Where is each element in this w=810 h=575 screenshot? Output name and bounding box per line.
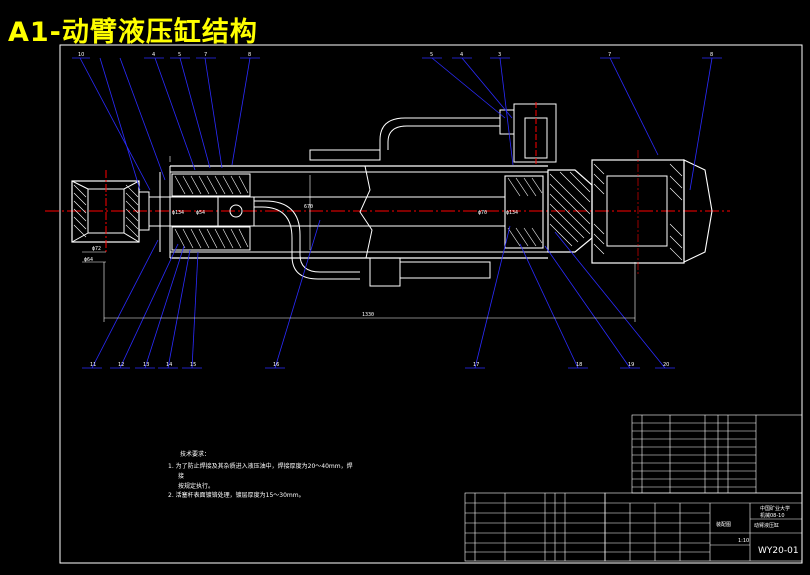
svg-text:动臂液压缸: 动臂液压缸: [754, 522, 779, 529]
svg-text:4: 4: [460, 52, 463, 58]
tech-requirements: 技术要求： 1. 为了防止焊接及其杂质进入液压油中，焊接厚度为20～40mm，焊…: [168, 450, 353, 499]
svg-text:10: 10: [78, 52, 84, 58]
svg-text:中国矿业大学: 中国矿业大学: [760, 505, 790, 512]
svg-text:3: 3: [498, 52, 501, 58]
svg-text:2. 活塞杆表面镀铬处理，镀层厚度为15～30mm。: 2. 活塞杆表面镀铬处理，镀层厚度为15～30mm。: [168, 491, 305, 499]
svg-text:11: 11: [90, 362, 96, 368]
bottom-callouts: [82, 219, 675, 369]
svg-text:18: 18: [576, 362, 582, 368]
drawing-title: A1-动臂液压缸结构: [8, 17, 258, 48]
svg-text:14: 14: [166, 362, 172, 368]
gland-hatch: [171, 173, 255, 251]
svg-text:8: 8: [248, 52, 251, 58]
svg-text:技术要求：: 技术要求：: [180, 450, 210, 458]
top-callout-labels: 10 4 5 7 8 5 4 3 7 8: [78, 52, 713, 58]
title-block-text: 中国矿业大学 机械08-10 动臂液压缸 装配图 1:10 WY20-01: [716, 505, 799, 556]
dimensions: [82, 156, 636, 322]
drawing-frame: [59, 44, 803, 564]
svg-text:WY20-01: WY20-01: [758, 546, 799, 556]
oil-pipe: [309, 103, 557, 287]
piston: [504, 175, 544, 249]
title-block: [464, 414, 803, 562]
svg-text:5: 5: [430, 52, 433, 58]
svg-text:15: 15: [190, 362, 196, 368]
rear-eye: [591, 150, 713, 275]
svg-text:1:10: 1:10: [738, 538, 749, 544]
svg-text:20: 20: [663, 362, 669, 368]
svg-text:4: 4: [152, 52, 155, 58]
piston-rod: [149, 196, 505, 227]
svg-text:16: 16: [273, 362, 279, 368]
svg-text:ϕ72: ϕ72: [92, 246, 101, 252]
svg-text:1. 为了防止焊接及其杂质进入液压油中，焊接厚度为20～40: 1. 为了防止焊接及其杂质进入液压油中，焊接厚度为20～40mm，焊: [168, 462, 353, 470]
svg-text:19: 19: [628, 362, 634, 368]
svg-text:7: 7: [204, 52, 207, 58]
rod-end-eye: [71, 170, 150, 253]
svg-text:7: 7: [608, 52, 611, 58]
cylinder-barrel: [159, 165, 548, 259]
svg-text:8: 8: [710, 52, 713, 58]
svg-text:ϕ64: ϕ64: [84, 257, 93, 263]
svg-text:机械08-10: 机械08-10: [760, 512, 785, 519]
svg-text:13: 13: [143, 362, 149, 368]
svg-text:接: 接: [178, 472, 184, 480]
top-callouts: [72, 57, 722, 191]
svg-text:ϕ134: ϕ134: [506, 210, 518, 216]
svg-text:ϕ54: ϕ54: [196, 210, 205, 216]
svg-text:ϕ134: ϕ134: [172, 210, 184, 216]
svg-text:ϕ70: ϕ70: [478, 210, 487, 216]
svg-text:670: 670: [304, 204, 313, 210]
svg-text:装配图: 装配图: [716, 521, 731, 528]
bottom-callout-labels: 11 12 13 14 15 16 17 18 19 20: [90, 362, 669, 368]
dimension-labels: 1330 ϕ134 ϕ54 670 ϕ70 ϕ134 ϕ72 ϕ64: [84, 204, 518, 318]
svg-text:1330: 1330: [362, 312, 374, 318]
svg-text:17: 17: [473, 362, 479, 368]
svg-text:按规定执行。: 按规定执行。: [178, 482, 214, 490]
svg-text:12: 12: [118, 362, 124, 368]
svg-text:5: 5: [178, 52, 181, 58]
